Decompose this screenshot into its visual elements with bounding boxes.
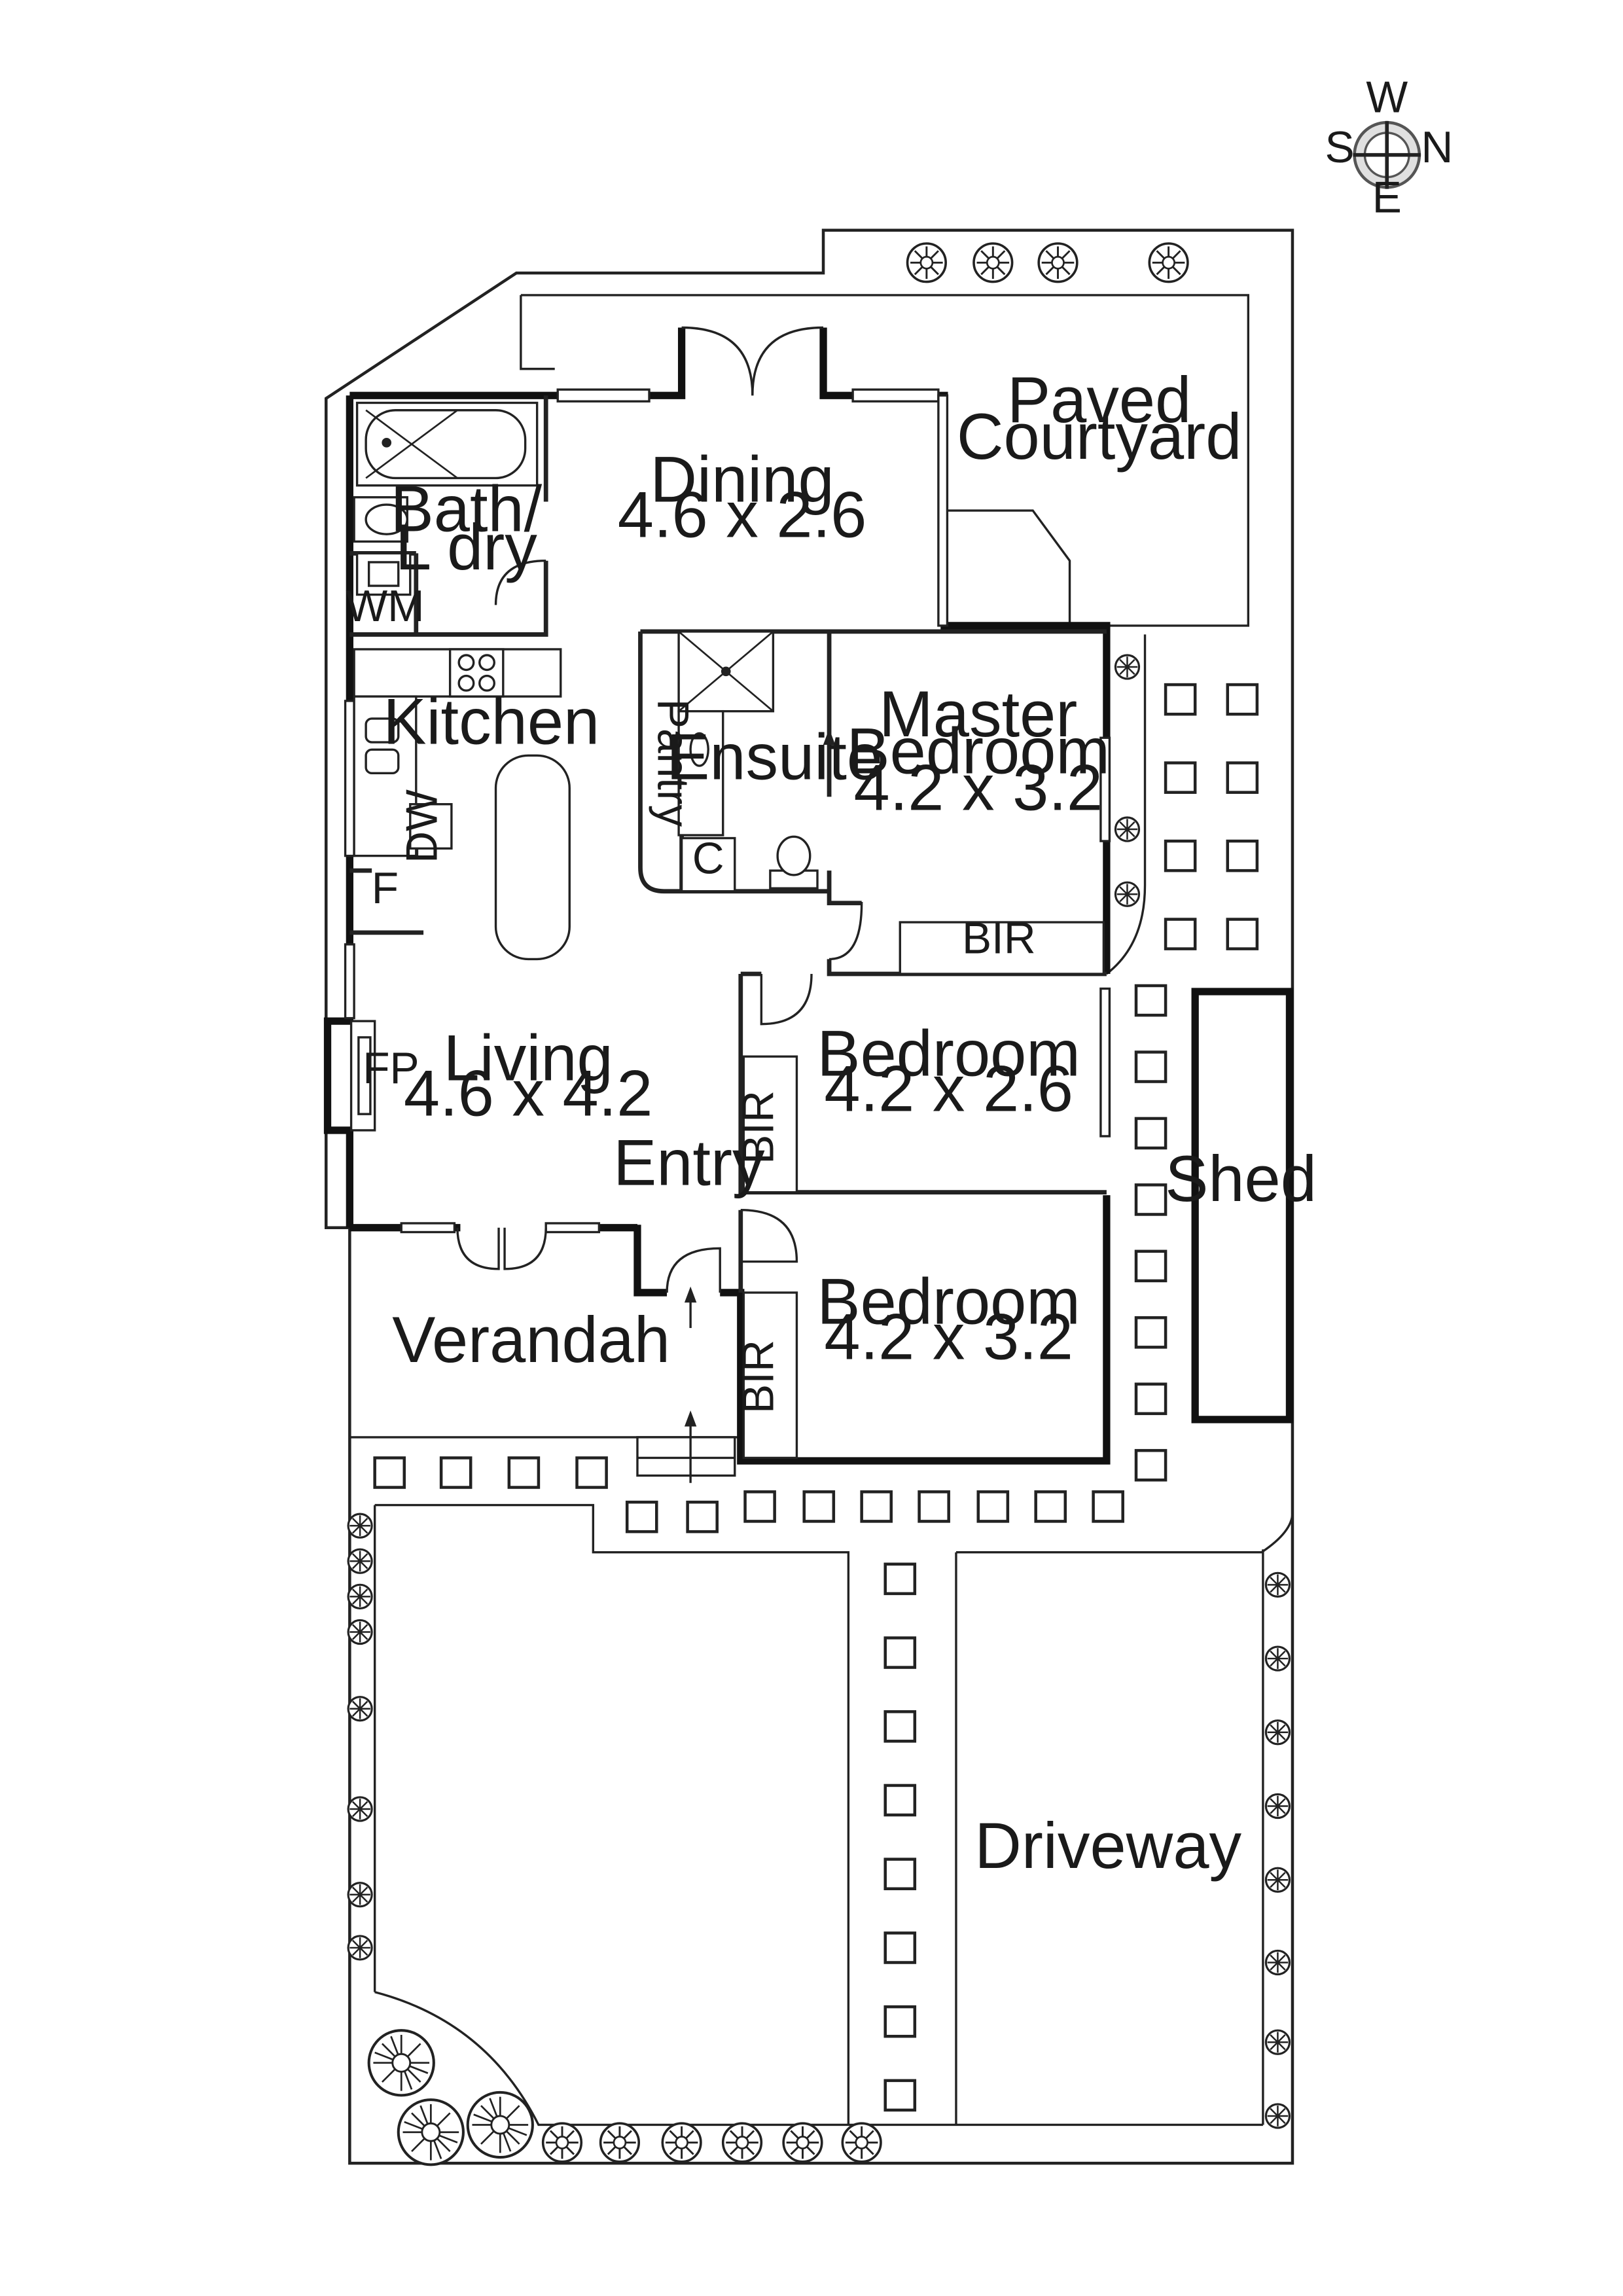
fridge-label: F xyxy=(372,864,399,913)
bedroom3-size: 4.2 x 3.2 xyxy=(824,1300,1073,1373)
fireplace-label: FP xyxy=(363,1044,419,1093)
entry-arrows xyxy=(684,728,836,1483)
compass-east: E xyxy=(1372,173,1402,223)
dishwasher-label: DW xyxy=(397,789,446,863)
bedroom2-size: 4.2 x 2.6 xyxy=(824,1053,1073,1126)
courtyard-label-line1: Paved xyxy=(1007,364,1191,437)
kitchen-label: Kitchen xyxy=(383,685,599,758)
bedroom3-label: Bedroom xyxy=(817,1265,1080,1338)
doors xyxy=(456,326,863,1293)
living-label: Living xyxy=(444,1022,613,1094)
dining-size: 4.6 x 2.6 xyxy=(618,479,866,552)
dining-label: Dining xyxy=(650,444,834,516)
master-size: 4.2 x 3.2 xyxy=(854,752,1103,825)
master-label-line1: Master xyxy=(879,678,1077,751)
bedroom2-label: Bedroom xyxy=(817,1018,1080,1090)
stepping-pavers xyxy=(373,683,1259,2112)
bath-label-line1: Bath/ xyxy=(391,473,543,546)
compass-south: S xyxy=(1325,123,1355,172)
bedroom3-bir-label: BIR xyxy=(734,1340,783,1414)
ensuite-label: Ensuite xyxy=(666,721,883,793)
windows xyxy=(344,388,1111,1234)
verandah-label: Verandah xyxy=(392,1304,670,1376)
master-bir-label: BIR xyxy=(962,914,1036,963)
bath-label-line2: L dry xyxy=(395,511,537,584)
closet-label: C xyxy=(692,834,724,884)
entry-label: Entry xyxy=(613,1126,765,1199)
compass-west: W xyxy=(1366,73,1408,122)
washing-machine-label: WM xyxy=(346,582,424,631)
shed-label: Shed xyxy=(1165,1143,1317,1215)
bedroom2-bir-label: BIR xyxy=(734,1090,783,1164)
living-size: 4.6 x 4.2 xyxy=(404,1057,652,1130)
pantry-label: Pantry xyxy=(649,699,698,827)
master-label-line2: Bedroom xyxy=(847,715,1110,787)
fixtures xyxy=(349,401,1105,1477)
compass xyxy=(1353,120,1421,189)
compass-north: N xyxy=(1421,123,1453,172)
courtyard-label-line2: Courtyard xyxy=(957,401,1241,473)
driveway-label: Driveway xyxy=(974,1810,1241,1882)
